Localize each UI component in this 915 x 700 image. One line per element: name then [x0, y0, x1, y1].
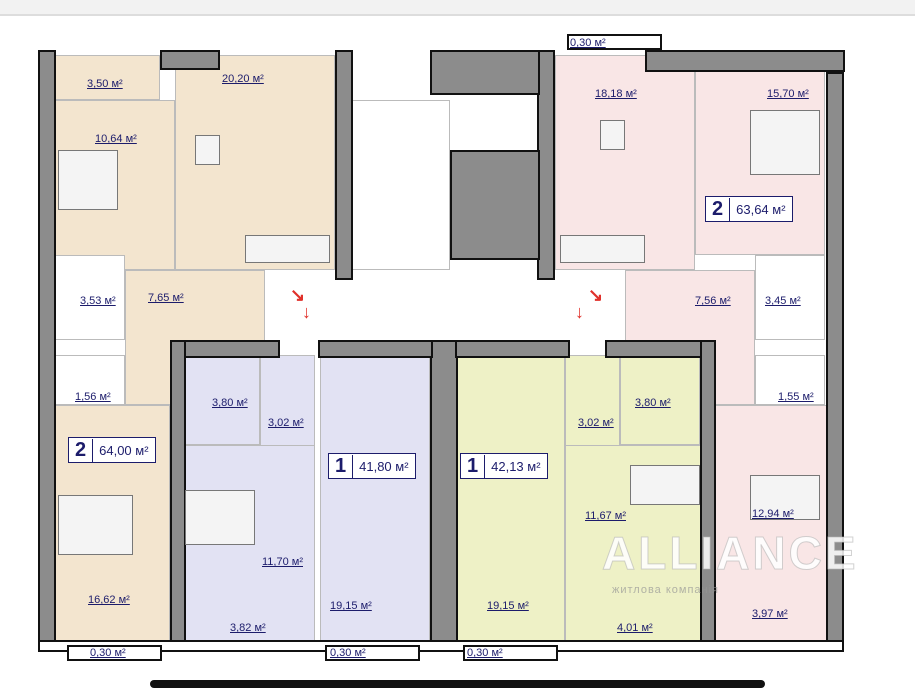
apartment-area: 63,64 м² [736, 201, 786, 217]
area-label: 3,45 м² [765, 295, 801, 307]
entrance-arrow-icon: ↓ [302, 302, 311, 322]
wall [38, 640, 844, 652]
area-label: 3,02 м² [578, 417, 614, 429]
area-label: 0,30 м² [330, 647, 366, 659]
area-label: 3,97 м² [752, 608, 788, 620]
wall [38, 50, 56, 650]
room-tl-wc [55, 355, 125, 405]
home-indicator[interactable] [150, 680, 765, 688]
wall [170, 340, 280, 358]
rooms-count: 1 [329, 454, 354, 478]
wall [645, 50, 845, 72]
area-label: 11,67 м² [585, 510, 626, 522]
watermark-title: ALLIANCE [602, 527, 859, 579]
area-label: 0,30 м² [467, 647, 503, 659]
area-label: 0,30 м² [90, 647, 126, 659]
wall [605, 340, 715, 358]
rooms-count: 2 [69, 438, 94, 462]
sofa [560, 235, 645, 263]
area-label: 19,15 м² [487, 600, 529, 612]
room-tr-bedroom2 [715, 405, 830, 645]
room-tr-wc [755, 355, 825, 405]
area-label: 1,55 м² [778, 391, 814, 403]
area-label: 3,80 м² [635, 397, 671, 409]
sofa [245, 235, 330, 263]
wall [318, 340, 433, 358]
room-tl-storage [55, 55, 160, 100]
area-label: 20,20 м² [222, 73, 264, 85]
watermark-subtitle: житлова компанія [612, 584, 720, 596]
room-ml-bath [185, 355, 260, 445]
area-label: 10,64 м² [95, 133, 137, 145]
wall [170, 340, 186, 650]
balcony [67, 645, 162, 661]
area-label: 1,56 м² [75, 391, 111, 403]
area-label: 16,62 м² [88, 594, 130, 606]
area-label: 7,65 м² [148, 292, 184, 304]
apartment-badge[interactable]: 2 63,64 м² [705, 196, 793, 222]
area-label: 19,15 м² [330, 600, 372, 612]
area-label: 18,18 м² [595, 88, 637, 100]
balcony [325, 645, 420, 661]
top-bar [0, 0, 915, 16]
entrance-arrow-icon: ↓ [575, 302, 584, 322]
bed [185, 490, 255, 545]
wall [160, 50, 220, 70]
area-label: 15,70 м² [767, 88, 809, 100]
area-label: 3,02 м² [268, 417, 304, 429]
bed [58, 150, 118, 210]
balcony [567, 34, 662, 50]
room-mr-bath [620, 355, 700, 445]
apartment-area: 41,80 м² [359, 458, 409, 474]
bed [58, 495, 133, 555]
bed [750, 475, 820, 520]
wall [450, 150, 540, 260]
area-label: 3,80 м² [212, 397, 248, 409]
apartment-badge[interactable]: 2 64,00 м² [68, 437, 156, 463]
area-label: 3,50 м² [87, 78, 123, 90]
bed [630, 465, 700, 505]
apartment-area: 42,13 м² [491, 458, 541, 474]
room-mr-hall [565, 355, 620, 450]
wall [700, 340, 716, 650]
room-tr-bath [755, 255, 825, 340]
balcony [463, 645, 558, 661]
table [195, 135, 220, 165]
watermark-logo: ALLIANCE житлова компанія [582, 528, 857, 600]
bed [750, 110, 820, 175]
area-label: 0,30 м² [570, 37, 606, 49]
rooms-count: 2 [706, 197, 731, 221]
entrance-arrow-icon: ↘ [588, 285, 604, 305]
wall [430, 50, 540, 95]
apartment-area: 64,00 м² [99, 442, 149, 458]
room-ml-hall [260, 355, 315, 450]
room-tl-bath [55, 255, 125, 340]
area-label: 4,01 м² [617, 622, 653, 634]
apartment-badge[interactable]: 1 42,13 м² [460, 453, 548, 479]
room-tr-kitchen [555, 55, 695, 270]
rooms-count: 1 [461, 454, 486, 478]
apartment-badge[interactable]: 1 41,80 м² [328, 453, 416, 479]
wall [455, 340, 570, 358]
table [600, 120, 625, 150]
wall [430, 340, 458, 650]
stairwell [350, 100, 450, 270]
room-ml-bedroom [185, 445, 315, 645]
entrance-arrow-icon: ↘ [290, 285, 306, 305]
wall [335, 50, 353, 280]
area-label: 11,70 м² [262, 556, 303, 568]
area-label: 3,82 м² [230, 622, 266, 634]
area-label: 3,53 м² [80, 295, 116, 307]
area-label: 12,94 м² [752, 508, 794, 520]
area-label: 7,56 м² [695, 295, 731, 307]
